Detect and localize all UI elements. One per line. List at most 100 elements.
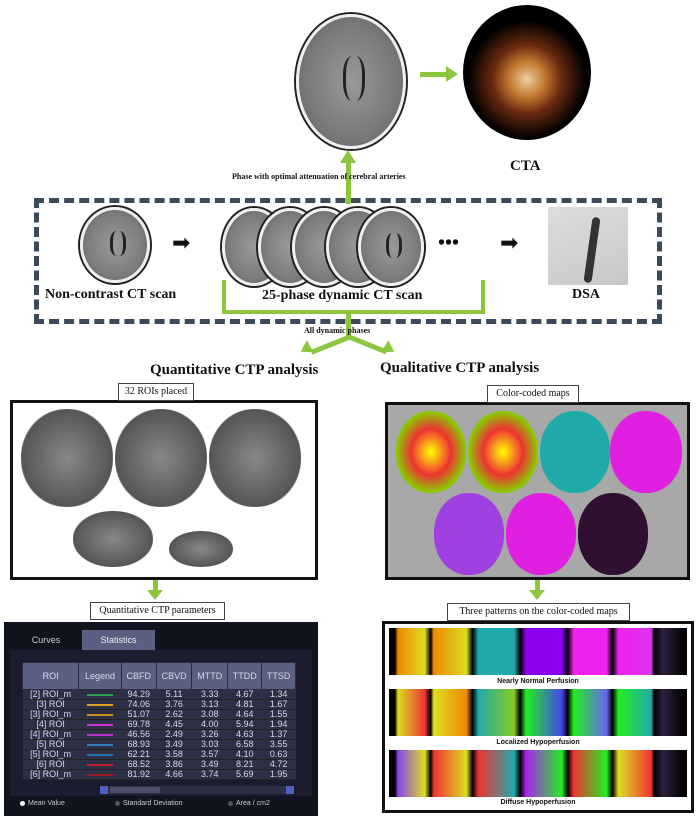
radio-std[interactable]: Standard Deviation [115, 800, 183, 807]
dynamic-ct-phase [358, 208, 424, 286]
dsa-label: DSA [572, 287, 601, 302]
value-cell: 3.33 [191, 689, 228, 700]
roi-cell: [6] ROI_m [22, 769, 79, 780]
value-cell: 4.67 [227, 689, 262, 700]
horizontal-scrollbar[interactable] [100, 786, 294, 794]
qualitative-title: Qualitative CTP analysis [380, 360, 540, 376]
noncontrast-label: Non-contrast CT scan [45, 287, 177, 302]
value-cell: 3.08 [191, 709, 228, 720]
value-cell: 4.72 [261, 759, 296, 770]
scroll-right-button[interactable] [286, 786, 294, 794]
pattern-strip-diffuse [389, 750, 687, 797]
legend-swatch [87, 753, 114, 756]
column-header: CBFD [120, 662, 157, 690]
value-cell: 3.49 [156, 739, 192, 750]
value-cell: 3.76 [156, 699, 192, 710]
value-cell: 5.69 [227, 769, 262, 780]
dynamic-label: 25-phase dynamic CT scan [262, 288, 423, 303]
scroll-thumb[interactable] [110, 787, 160, 793]
arrow-head [147, 590, 163, 600]
color-map [578, 493, 648, 575]
phase-label: Phase with optimal attenuation of cerebr… [232, 172, 406, 181]
bracket [222, 280, 226, 314]
value-cell: 3.13 [191, 699, 228, 710]
arrow-down [535, 580, 540, 592]
pattern-caption: Localized Hypoperfusion [385, 738, 691, 748]
radio-label: Area / cm2 [236, 800, 270, 807]
value-cell: 68.93 [121, 739, 157, 750]
value-cell: 69.78 [121, 719, 157, 730]
quantitative-title: Quantitative CTP analysis [150, 362, 319, 378]
cta-image [463, 5, 591, 140]
arrow-right-icon: ➡ [172, 230, 191, 255]
color-map [434, 493, 504, 575]
bracket [481, 280, 485, 314]
scroll-left-button[interactable] [100, 786, 108, 794]
pattern-strip-normal [389, 628, 687, 675]
arrow-down [153, 580, 158, 592]
column-header: ROI [21, 662, 80, 690]
roi-cell: [5] ROI [22, 739, 79, 750]
patterns-label: Three patterns on the color-coded maps [447, 603, 630, 621]
value-cell: 3.57 [191, 749, 228, 760]
value-cell: 5.11 [156, 689, 192, 700]
dsa-image [548, 207, 628, 285]
pattern-caption: Nearly Normal Perfusion [385, 677, 691, 687]
arrow-head [340, 150, 356, 163]
color-map [540, 411, 610, 493]
legend-swatch [87, 743, 114, 746]
tab-statistics[interactable]: Statistics [82, 630, 155, 650]
radio-icon [228, 801, 233, 806]
column-header: CBVD [155, 662, 193, 690]
arrow-up-to-ct [346, 162, 351, 204]
value-cell: 1.95 [261, 769, 296, 780]
radio-mean[interactable]: Mean Value [20, 800, 65, 807]
legend-cell [78, 739, 122, 750]
legend-cell [78, 729, 122, 740]
value-cell: 3.55 [261, 739, 296, 750]
tab-curves[interactable]: Curves [31, 635, 61, 645]
cta-label: CTA [510, 158, 541, 174]
arrow-to-cta [420, 72, 448, 77]
value-cell: 74.06 [121, 699, 157, 710]
value-cell: 4.10 [227, 749, 262, 760]
value-cell: 51.07 [121, 709, 157, 720]
ellipsis: ••• [438, 232, 460, 254]
radio-label: Mean Value [28, 800, 65, 807]
legend-cell [78, 719, 122, 730]
value-cell: 1.94 [261, 719, 296, 730]
radio-label: Standard Deviation [123, 800, 183, 807]
legend-swatch [87, 763, 114, 766]
all-phases-label: All dynamic phases [304, 326, 371, 335]
arrow-head [297, 340, 314, 358]
legend-swatch [87, 713, 114, 716]
value-cell: 1.67 [261, 699, 296, 710]
value-cell: 4.00 [191, 719, 228, 730]
arrow-head [446, 66, 458, 82]
column-header: TTSD [261, 662, 296, 690]
legend-swatch [87, 733, 114, 736]
column-header: Legend [78, 662, 122, 690]
roi-cell: [2] ROI_m [22, 689, 79, 700]
color-maps-panel [385, 402, 690, 580]
roi-brain [21, 409, 113, 507]
roi-brain [73, 511, 153, 567]
legend-swatch [87, 693, 114, 696]
legend-swatch [87, 723, 114, 726]
radio-area[interactable]: Area / cm2 [228, 800, 270, 807]
value-cell: 4.63 [227, 729, 262, 740]
params-label: Quantitative CTP parameters [90, 602, 225, 620]
roi-brain [209, 409, 301, 507]
value-cell: 4.66 [156, 769, 192, 780]
roi-brain [169, 531, 233, 567]
roi-brain [115, 409, 207, 507]
